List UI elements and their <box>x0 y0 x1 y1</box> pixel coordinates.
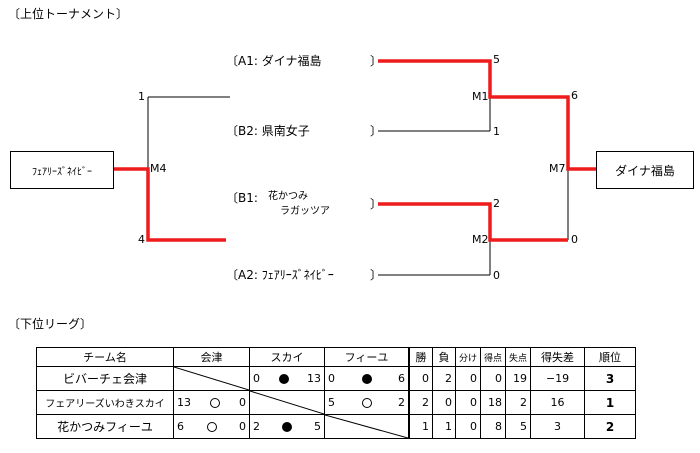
draws: 0 <box>454 414 482 439</box>
self-match-cell <box>249 390 325 415</box>
team-a2: 〔A2: ﾌｪｱﾘｰｽﾞﾈｲﾋﾞｰ <box>226 268 334 282</box>
losses: 1 <box>432 414 456 439</box>
team-b1-name-line1: 花かつみ <box>268 191 308 202</box>
losses: 2 <box>432 366 456 391</box>
points-diff: −19 <box>530 366 586 391</box>
points-diff: 16 <box>530 390 586 415</box>
match-m2: M2 <box>472 233 489 246</box>
losses: 0 <box>432 390 456 415</box>
points-diff: 3 <box>530 414 586 439</box>
score-a2: 0 <box>493 269 500 282</box>
self-match-cell <box>173 366 250 391</box>
match-m1: M1 <box>472 90 489 103</box>
team-b1-name-line2: ラガッツア <box>280 206 330 217</box>
header-diff: 得失差 <box>530 347 586 367</box>
league-table: チーム名 会津 スカイ フィーユ 勝 負 分け 得点 失点 得失差 順位 ビバー… <box>36 347 637 439</box>
league-header-row: チーム名 会津 スカイ フィーユ 勝 負 分け 得点 失点 得失差 順位 <box>36 347 637 367</box>
left-finalist-box: ﾌｪｱﾘｰｽﾞﾈｲﾋﾞｰ <box>10 151 114 189</box>
bracket-winner-a1 <box>378 59 596 171</box>
loss-circle-icon <box>361 397 372 408</box>
score-m2: 0 <box>571 233 578 246</box>
header-aizu: 会津 <box>173 347 250 367</box>
wins: 0 <box>408 366 433 391</box>
score-a1: 5 <box>493 53 500 66</box>
score-m4-bottom: 4 <box>138 233 145 246</box>
team-b2: 〔B2: 県南女子 <box>226 124 310 138</box>
lower-league-title: 〔下位リーグ〕 <box>8 317 93 331</box>
champion-box: ダイナ福島 <box>596 151 694 189</box>
header-team: チーム名 <box>36 347 174 367</box>
points-for: 18 <box>480 390 507 415</box>
team-name: ビバーチェ会津 <box>36 366 174 391</box>
rank: 1 <box>584 390 637 415</box>
team-b1: 〔B1: <box>226 191 258 205</box>
points-against: 2 <box>505 390 532 415</box>
header-fille: フィーユ <box>324 347 410 367</box>
draws: 0 <box>454 390 482 415</box>
loss-circle-icon <box>206 421 217 432</box>
bracket-close-a2: 〕 <box>370 268 383 282</box>
team-name: 花かつみフィーユ <box>36 414 174 439</box>
bracket-close-b2: 〕 <box>370 124 383 138</box>
win-dot-icon <box>282 421 292 432</box>
draws: 0 <box>454 366 482 391</box>
header-points-against: 失点 <box>505 347 532 367</box>
header-points-for: 得点 <box>480 347 507 367</box>
rank: 2 <box>584 414 637 439</box>
score-b2: 1 <box>493 125 500 138</box>
win-dot-icon <box>278 373 289 384</box>
team-a1: 〔A1: ダイナ福島 <box>226 54 322 68</box>
header-sky: スカイ <box>249 347 325 367</box>
points-for: 8 <box>480 414 507 439</box>
match-m7: M7 <box>549 162 566 175</box>
points-against: 5 <box>505 414 532 439</box>
match-m4: M4 <box>150 162 167 175</box>
header-win: 勝 <box>408 347 433 367</box>
self-match-cell <box>324 414 410 439</box>
win-dot-icon <box>361 373 372 384</box>
loss-circle-icon <box>210 397 220 408</box>
header-draw: 分け <box>454 347 482 367</box>
wins: 1 <box>408 414 433 439</box>
score-m1: 6 <box>571 89 578 102</box>
wins: 2 <box>408 390 433 415</box>
header-loss: 負 <box>432 347 456 367</box>
score-b1: 2 <box>493 197 500 210</box>
upper-tournament-title: 〔上位トーナメント〕 <box>8 7 129 21</box>
bracket-winner-m4 <box>112 167 226 242</box>
bracket-close-a1: 〕 <box>370 54 383 68</box>
bracket-close-b1: 〕 <box>370 197 383 211</box>
score-m4-top: 1 <box>138 90 145 103</box>
header-rank: 順位 <box>584 347 637 367</box>
points-against: 19 <box>505 366 532 391</box>
rank: 3 <box>584 366 637 391</box>
bracket-winner-b1 <box>378 202 568 242</box>
team-name: フェアリーズいわきスカイ <box>36 390 174 415</box>
points-for: 0 <box>480 366 507 391</box>
tournament-bracket <box>112 59 596 276</box>
